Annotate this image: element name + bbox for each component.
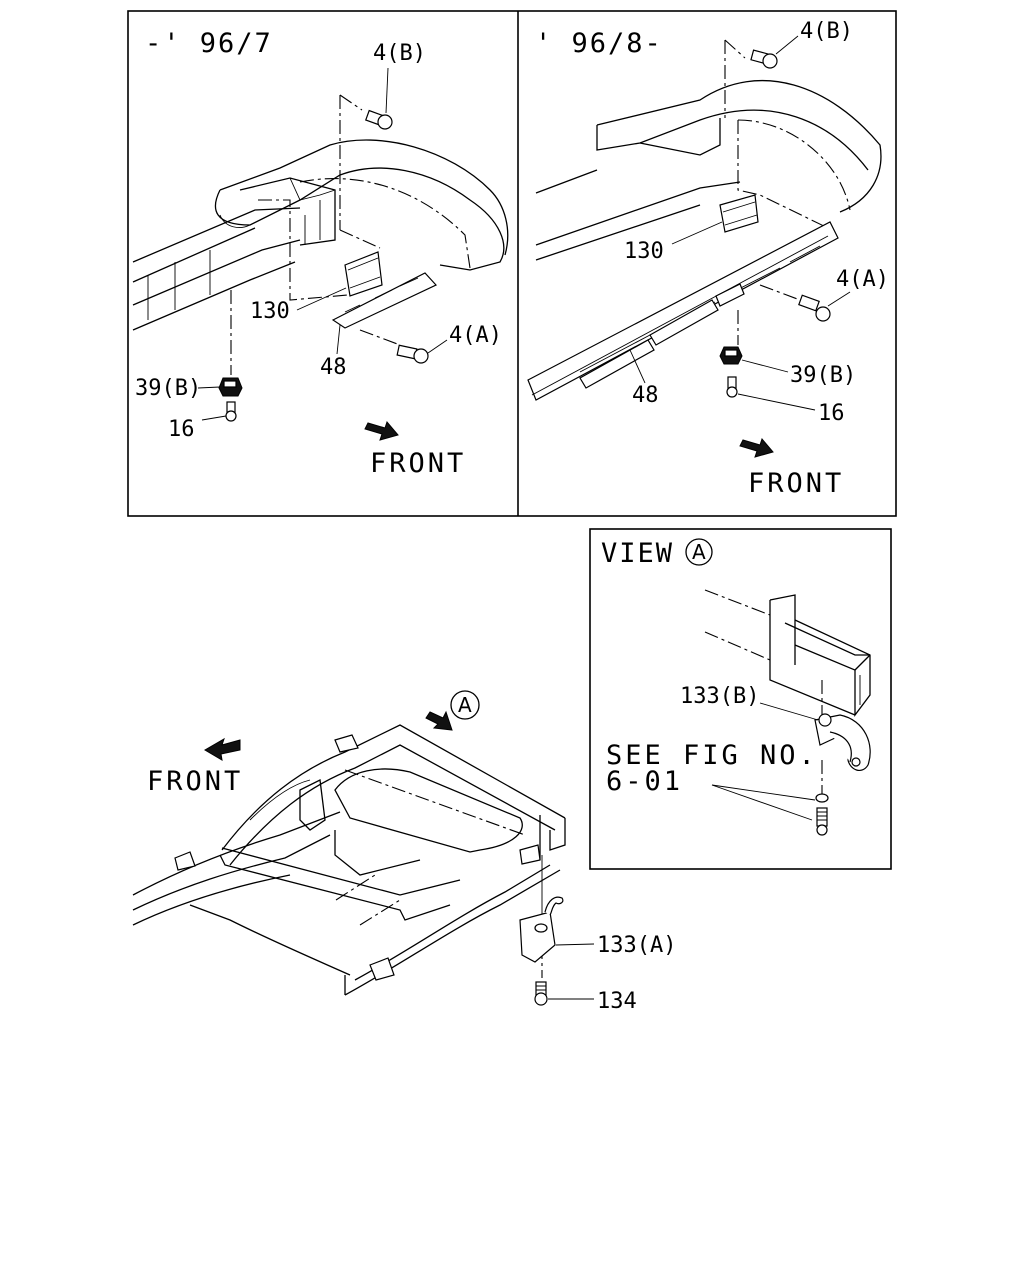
label-nut-left: 39(B)	[135, 376, 201, 401]
label-plate-left: 48	[320, 355, 347, 380]
nut-icon	[719, 346, 743, 365]
label-nut-right: 39(B)	[790, 363, 856, 388]
label-bolt-a-left: 4(A)	[449, 323, 502, 348]
frame-rail-left	[132, 177, 336, 331]
fuel-tank-left	[214, 139, 509, 271]
bolt-icon	[396, 344, 429, 364]
front-arrow-icon	[204, 737, 241, 761]
plate-48-left	[331, 272, 437, 329]
view-title: VIEW	[601, 538, 674, 569]
label-bolt-134: 134	[597, 989, 637, 1014]
bolt-icon	[225, 401, 237, 422]
see-fig-line1: SEE FIG NO.	[606, 740, 818, 771]
label-screw-right: 16	[818, 401, 845, 426]
tow-hook-icon	[519, 896, 564, 963]
chassis-view: FRONT A	[132, 690, 676, 1014]
label-bolt-a-right: 4(A)	[836, 267, 889, 292]
label-screw-left: 16	[168, 417, 195, 442]
view-frame-tube	[704, 589, 871, 717]
bolt-icon	[365, 109, 393, 130]
front-label-left: FRONT	[370, 448, 466, 479]
bolt-icon	[534, 981, 548, 1006]
bolt-icon	[815, 793, 829, 836]
label-bolt-b-right: 4(B)	[800, 19, 853, 44]
bolt-icon	[726, 376, 738, 398]
label-bracket-left: 130	[250, 299, 290, 324]
label-plate-right: 48	[632, 383, 659, 408]
top-frame	[127, 10, 897, 517]
plate-48-right	[527, 221, 839, 401]
see-fig-line2: 6-01	[606, 766, 683, 797]
date-range-left: -' 96/7	[145, 28, 273, 59]
front-label-right: FRONT	[748, 468, 844, 499]
svg-text:A: A	[692, 540, 706, 564]
bracket-130-right	[719, 194, 759, 233]
nut-icon	[218, 377, 243, 397]
front-arrow-icon	[739, 437, 774, 458]
label-hook-a: 133(A)	[597, 933, 676, 958]
panel-right: ' 96/8- 4(B) 130	[527, 19, 889, 499]
circle-a-icon: A	[425, 690, 480, 731]
bolt-icon	[750, 49, 778, 69]
tow-hook-icon	[814, 713, 871, 772]
label-bracket-right: 130	[624, 239, 664, 264]
svg-text:A: A	[458, 693, 472, 717]
front-arrow-icon	[364, 420, 399, 441]
label-bolt-b-left: 4(B)	[373, 41, 426, 66]
date-range-right: ' 96/8-	[535, 28, 663, 59]
view-a-panel: VIEW A 133(B) SEE FIG NO. 6-01	[589, 528, 892, 870]
label-hook-b: 133(B)	[680, 684, 759, 709]
bolt-icon	[798, 294, 831, 322]
bracket-130-left	[344, 251, 383, 297]
circle-a-icon: A	[685, 538, 713, 566]
panel-left: -' 96/7 4(B)	[132, 28, 509, 479]
fuel-tank-right	[535, 79, 882, 261]
front-label-main: FRONT	[147, 766, 243, 797]
